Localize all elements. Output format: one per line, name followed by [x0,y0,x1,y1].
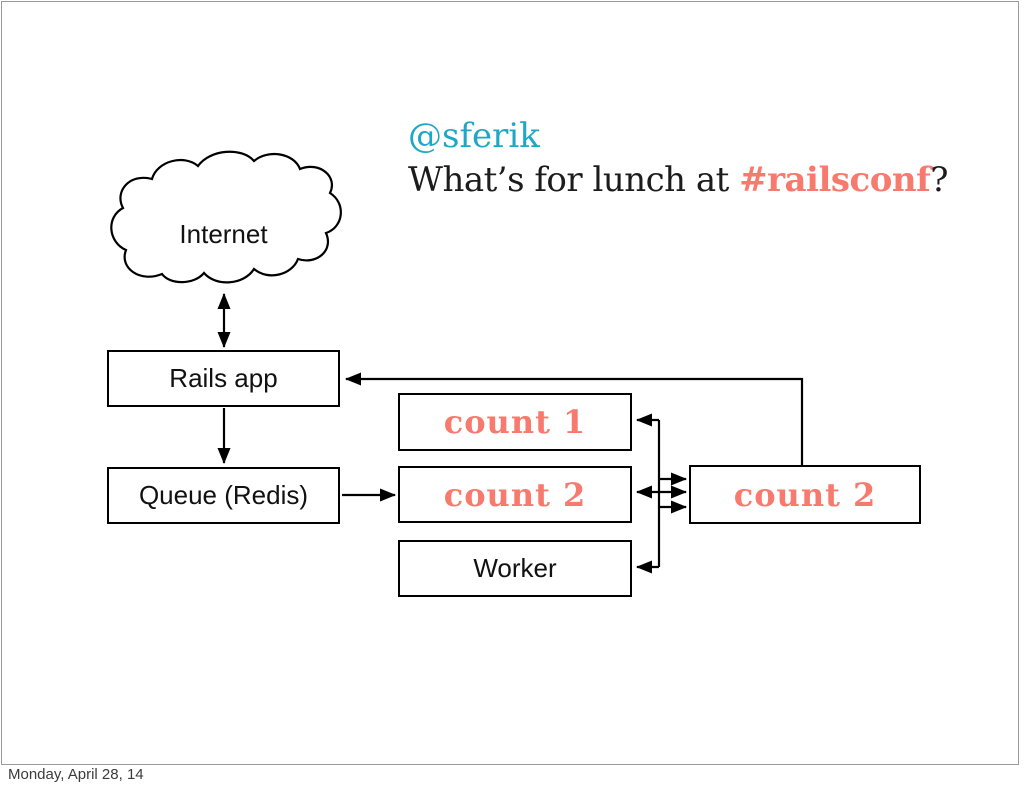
slide-canvas: @sferik What’s for lunch at #railsconf? … [1,1,1019,765]
node-queue-redis-label: Queue (Redis) [138,480,309,510]
arrow-count2r-rails [345,372,804,465]
node-internet-label: Internet [179,219,268,249]
node-queue-redis: Queue (Redis) [107,467,340,524]
node-count-1-label: count 1 [443,403,587,441]
node-rails-app: Rails app [107,350,340,407]
twitter-handle: @sferik [408,116,540,156]
slide-headline: @sferik What’s for lunch at #railsconf? [408,114,948,202]
node-count-2-left: count 2 [398,466,632,523]
question-suffix: ? [930,160,948,200]
headline-question: What’s for lunch at #railsconf? [408,158,948,202]
slide-date-footer: Monday, April 28, 14 [8,766,144,783]
node-worker: Worker [398,540,632,597]
internet-cloud-outline [110,150,342,284]
node-worker-label: Worker [473,553,557,583]
railsconf-hashtag: #railsconf [739,160,931,200]
question-prefix: What’s for lunch at [408,160,740,200]
node-count-2-right-label: count 2 [733,475,877,514]
node-rails-app-label: Rails app [169,363,278,393]
node-count-2-right: count 2 [689,465,921,524]
node-count-1: count 1 [398,393,632,451]
node-count-2-left-label: count 2 [443,475,587,514]
